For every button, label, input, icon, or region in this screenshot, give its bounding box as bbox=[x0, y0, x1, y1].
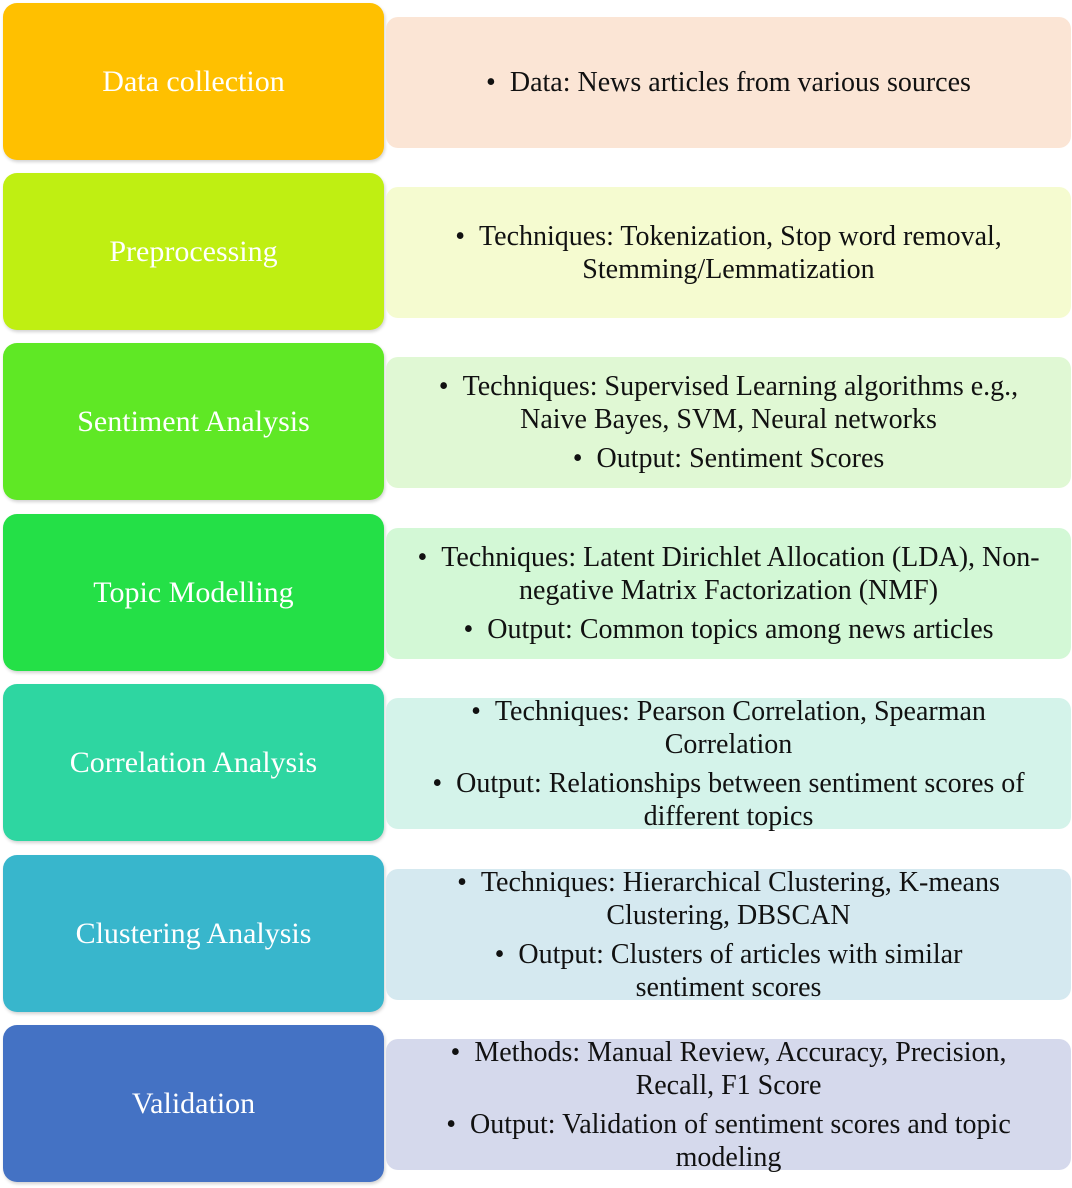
bullet-dot-icon: • bbox=[463, 614, 474, 645]
step-box: Clustering Analysis bbox=[3, 855, 384, 1012]
detail-box: • Data: News articles from various source… bbox=[386, 17, 1071, 148]
detail-bullet: • Techniques: Supervised Learning algorit… bbox=[426, 370, 1031, 436]
bullet-text: Methods: Manual Review, Accuracy, Precis… bbox=[474, 1036, 1007, 1101]
step-box: Correlation Analysis bbox=[3, 684, 384, 841]
bullet-text: Output: Validation of sentiment scores a… bbox=[470, 1108, 1011, 1173]
detail-bullet: • Data: News articles from various source… bbox=[486, 66, 971, 99]
bullet-text: Techniques: Pearson Correlation, Spearma… bbox=[494, 695, 986, 760]
step-box: Data collection bbox=[3, 3, 384, 160]
bullet-text: Output: Clusters of articles with simila… bbox=[518, 938, 963, 1003]
bullet-text: Data: News articles from various sources bbox=[509, 67, 971, 98]
step-label: Clustering Analysis bbox=[75, 916, 312, 950]
bullet-text: Techniques: Latent Dirichlet Allocation … bbox=[441, 542, 1040, 606]
bullet-dot-icon: • bbox=[438, 371, 449, 402]
step-label: Validation bbox=[131, 1086, 256, 1120]
bullet-dot-icon: • bbox=[486, 67, 496, 98]
bullet-dot-icon: • bbox=[446, 1108, 457, 1140]
step-box: Preprocessing bbox=[3, 173, 384, 330]
step-label: Sentiment Analysis bbox=[77, 404, 310, 438]
step-label: Correlation Analysis bbox=[69, 745, 318, 779]
step-box: Topic Modelling bbox=[3, 514, 384, 671]
detail-bullet: • Methods: Manual Review, Accuracy, Preci… bbox=[404, 1036, 1053, 1102]
detail-bullet: • Output: Validation of sentiment scores … bbox=[404, 1108, 1053, 1174]
bullet-dot-icon: • bbox=[457, 866, 467, 898]
bullet-dot-icon: • bbox=[417, 542, 428, 573]
detail-bullet: • Techniques: Latent Dirichlet Allocation… bbox=[400, 541, 1057, 607]
detail-box: • Techniques: Tokenization, Stop word rem… bbox=[386, 187, 1071, 318]
step-label: Topic Modelling bbox=[93, 575, 294, 609]
step-box: Sentiment Analysis bbox=[3, 343, 384, 500]
detail-bullet: • Techniques: Hierarchical Clustering, K-… bbox=[410, 866, 1047, 932]
detail-box: • Techniques: Hierarchical Clustering, K-… bbox=[386, 866, 1071, 1003]
detail-bullet: • Output: Clusters of articles with simil… bbox=[410, 938, 1047, 1004]
bullet-text: Techniques: Hierarchical Clustering, K-m… bbox=[480, 866, 1000, 931]
step-label: Preprocessing bbox=[109, 234, 278, 268]
detail-bullet: • Output: Relationships between sentiment… bbox=[402, 767, 1055, 833]
bullet-text: Output: Sentiment Scores bbox=[596, 443, 885, 474]
detail-box: • Techniques: Supervised Learning algorit… bbox=[386, 357, 1071, 488]
detail-bullet: • Techniques: Pearson Correlation, Spearm… bbox=[402, 695, 1055, 761]
bullet-dot-icon: • bbox=[494, 938, 505, 970]
bullet-dot-icon: • bbox=[471, 695, 481, 727]
bullet-text: Output: Relationships between sentiment … bbox=[456, 767, 1025, 832]
bullet-dot-icon: • bbox=[455, 220, 465, 252]
bullet-text: Output: Common topics among news article… bbox=[487, 614, 994, 645]
detail-bullet: • Techniques: Tokenization, Stop word rem… bbox=[414, 220, 1043, 286]
detail-box: • Methods: Manual Review, Accuracy, Preci… bbox=[386, 1036, 1071, 1173]
step-box: Validation bbox=[3, 1025, 384, 1182]
bullet-text: Techniques: Tokenization, Stop word remo… bbox=[479, 220, 1002, 285]
bullet-dot-icon: • bbox=[432, 767, 443, 799]
step-label: Data collection bbox=[102, 64, 285, 98]
bullet-text: Techniques: Supervised Learning algorith… bbox=[462, 371, 1019, 435]
detail-bullet: • Output: Sentiment Scores bbox=[573, 442, 885, 475]
bullet-dot-icon: • bbox=[450, 1036, 461, 1068]
bullet-dot-icon: • bbox=[572, 443, 583, 474]
detail-box: • Techniques: Pearson Correlation, Spearm… bbox=[386, 695, 1071, 832]
detail-box: • Techniques: Latent Dirichlet Allocation… bbox=[386, 528, 1071, 659]
detail-bullet: • Output: Common topics among news articl… bbox=[463, 613, 993, 646]
